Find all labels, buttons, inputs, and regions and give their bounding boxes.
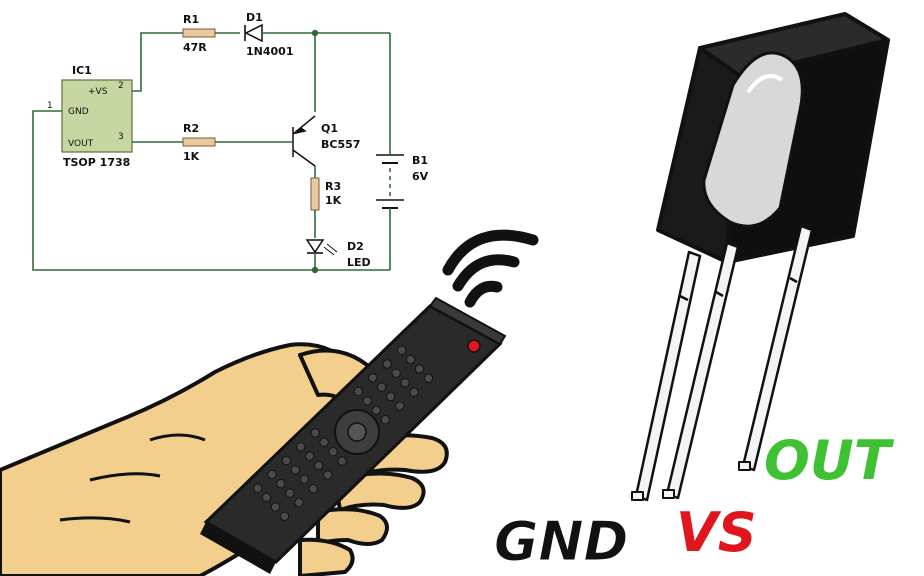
remote-button <box>276 479 286 489</box>
remote-button <box>285 488 295 498</box>
r3-resistor <box>310 177 320 211</box>
r2-value: 1K <box>183 150 200 163</box>
d2-led <box>305 239 338 256</box>
remote-button <box>382 359 392 369</box>
remote-button <box>261 492 272 503</box>
b1-value: 6V <box>412 170 429 183</box>
remote-button <box>279 511 290 521</box>
q1-transistor <box>292 115 316 167</box>
q1-ref: Q1 <box>321 122 338 135</box>
remote-button <box>328 447 338 457</box>
remote-button <box>353 386 364 397</box>
schematic-labels: IC1 +VS GND VOUT 2 1 3 TSOP 1738 R1 47R … <box>47 11 429 269</box>
remote-button <box>296 442 306 452</box>
remote-button <box>314 460 324 471</box>
q1-value: BC557 <box>321 138 360 151</box>
d2-value: LED <box>347 256 371 269</box>
pin-label-gnd: GND <box>494 510 628 573</box>
remote-button <box>400 378 410 388</box>
d2-ref: D2 <box>347 240 364 253</box>
r1-ref: R1 <box>183 13 199 26</box>
ic1-ref: IC1 <box>72 64 92 77</box>
remote-button <box>299 474 309 484</box>
ic1-part: TSOP 1738 <box>63 156 130 169</box>
wire-vs <box>132 32 183 92</box>
remote-button <box>294 497 304 508</box>
remote-button <box>252 483 263 493</box>
remote-button <box>323 470 333 480</box>
ic1-pin1-number: 1 <box>47 101 53 111</box>
remote-button <box>270 502 281 512</box>
remote-button <box>337 456 347 466</box>
d1-value: 1N4001 <box>246 45 293 58</box>
remote-button <box>319 437 329 447</box>
remote-button <box>380 415 390 425</box>
remote-button <box>391 368 401 378</box>
remote-button <box>362 396 372 406</box>
pin-label-vs: VS <box>676 501 757 564</box>
ic1-pin3-number: 3 <box>118 132 124 142</box>
b1-battery <box>376 150 404 215</box>
wire-ground <box>32 110 390 271</box>
r2-ref: R2 <box>183 122 199 135</box>
sensor-pins <box>634 224 814 502</box>
remote-button <box>290 465 300 475</box>
r3-ref: R3 <box>325 180 341 193</box>
ic1-pin-gnd: GND <box>68 107 89 117</box>
ic1-pin-vout: VOUT <box>68 139 94 149</box>
remote-power-button <box>467 339 481 353</box>
remote-button <box>423 373 434 383</box>
ic1-pin2-number: 2 <box>118 81 124 91</box>
r3-value: 1K <box>325 194 342 207</box>
remote-dpad <box>334 409 380 455</box>
remote-button <box>310 428 320 438</box>
junction-top <box>311 29 319 37</box>
pin-label-out: OUT <box>764 429 895 492</box>
b1-ref: B1 <box>412 154 428 167</box>
remote-button <box>267 469 277 480</box>
d1-ref: D1 <box>246 11 263 24</box>
r2-resistor <box>182 137 216 147</box>
circuit-schematic <box>32 23 404 274</box>
tsop-ir-receiver-icon <box>631 12 890 502</box>
ic1-body <box>61 79 133 153</box>
remote-button <box>281 455 292 466</box>
remote-button <box>395 401 405 411</box>
remote-button <box>386 391 396 402</box>
ic1-pin-vs: +VS <box>88 87 108 97</box>
junction-bottom <box>311 266 319 274</box>
remote-button <box>368 373 378 383</box>
remote-button <box>308 484 318 494</box>
remote-button <box>409 387 419 397</box>
remote-button <box>305 451 315 461</box>
r1-value: 47R <box>183 41 207 54</box>
ir-remote-control-icon <box>200 296 507 574</box>
d1-diode <box>244 23 263 43</box>
remote-button <box>405 354 416 365</box>
remote-button <box>414 364 425 374</box>
remote-button <box>377 382 387 392</box>
remote-keypad <box>252 345 434 521</box>
remote-button <box>371 405 381 415</box>
ir-signal-waves-icon <box>442 229 539 308</box>
r1-resistor <box>182 28 216 38</box>
remote-button <box>396 345 407 355</box>
